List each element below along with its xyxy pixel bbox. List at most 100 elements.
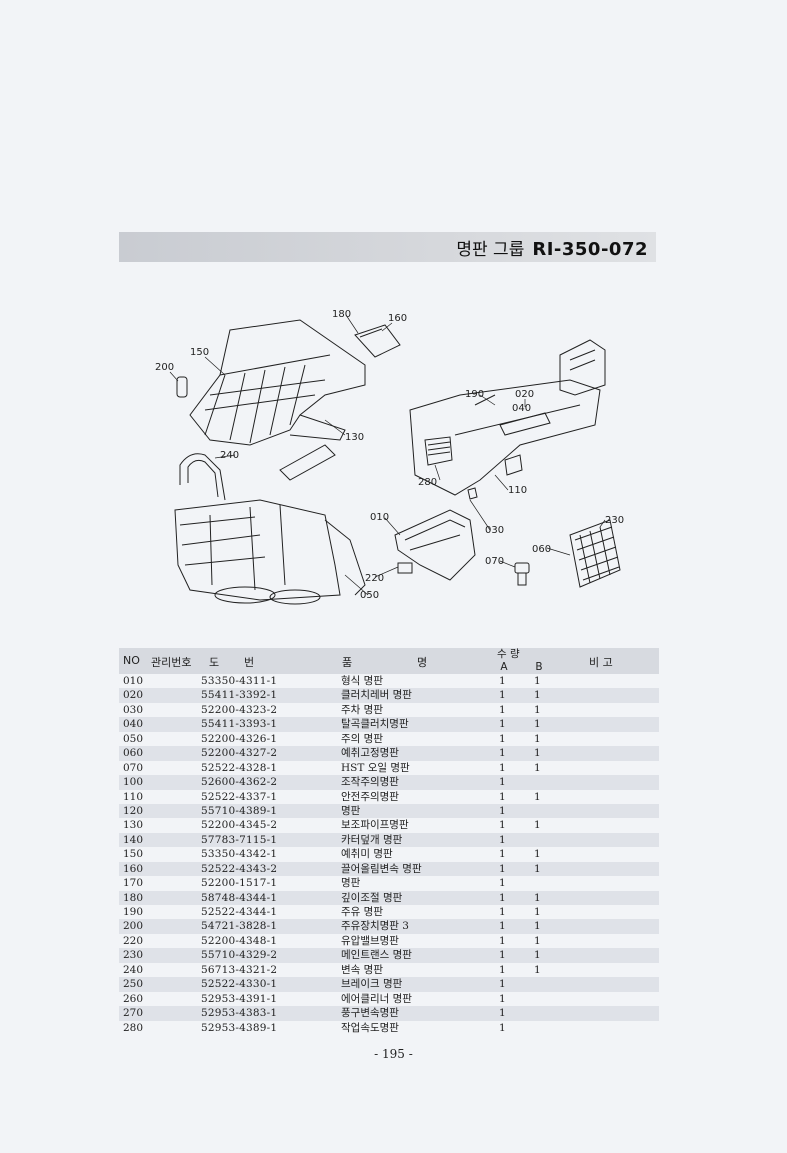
parts-illustration: 180 160 150 200 130 240 190 020 040 280 … — [155, 309, 624, 605]
row-qty-b: 1 — [534, 819, 541, 832]
row-qty-b: 1 — [534, 848, 541, 861]
callout-230: 230 — [605, 515, 624, 526]
row-no: 110 — [123, 790, 144, 803]
callout-050: 050 — [360, 590, 379, 601]
row-no: 030 — [123, 703, 144, 716]
row-qty-a: 1 — [499, 906, 506, 918]
callout-280: 280 — [418, 477, 437, 488]
row-part-number: 52522-4343-2 — [201, 862, 278, 875]
row-part-name: 작업속도명판 — [341, 1021, 399, 1034]
row-part-name: 예취고정명판 — [341, 747, 399, 760]
row-part-number: 56713-4321-2 — [201, 963, 278, 976]
row-part-name: 명판 — [341, 804, 361, 817]
row-part-name: 탈곡클러치명판 — [341, 718, 409, 731]
row-part-number: 52522-4328-1 — [201, 761, 278, 774]
header-qty: 수 량 — [497, 648, 520, 660]
row-part-name: 유압밸브명판 — [341, 934, 399, 947]
row-qty-a: 1 — [499, 703, 506, 716]
row-qty-b: 1 — [534, 906, 541, 918]
row-part-number: 52200-4326-1 — [201, 732, 278, 745]
header-name-2: 명 — [417, 656, 428, 669]
row-qty-a: 1 — [499, 1007, 506, 1020]
row-qty-a: 1 — [499, 776, 506, 789]
row-qty-a: 1 — [499, 949, 506, 962]
callout-130: 130 — [345, 432, 364, 443]
row-part-number: 55411-3392-1 — [201, 689, 278, 702]
row-qty-a: 1 — [499, 732, 506, 745]
row-qty-a: 1 — [499, 891, 506, 904]
row-part-name: 메인트랜스 명판 — [341, 949, 412, 962]
group-code: RI-350-072 — [532, 239, 648, 260]
row-no: 160 — [123, 862, 144, 875]
callout-150: 150 — [190, 347, 209, 358]
row-part-name: 안전주의명판 — [341, 790, 399, 803]
callout-220: 220 — [365, 573, 384, 584]
header-name-1: 품 — [342, 656, 353, 669]
row-no: 150 — [123, 848, 144, 861]
row-part-number: 52522-4330-1 — [201, 978, 278, 991]
row-qty-b: 1 — [534, 689, 541, 702]
callout-200: 200 — [155, 362, 174, 373]
callout-160: 160 — [388, 313, 407, 324]
row-no: 170 — [123, 877, 144, 890]
row-qty-a: 1 — [499, 862, 506, 875]
row-part-number: 52522-4344-1 — [201, 906, 278, 918]
callout-030: 030 — [485, 525, 504, 536]
header-qty-a: A — [500, 661, 508, 673]
row-qty-b: 1 — [534, 934, 541, 947]
row-part-name: 주의 명판 — [341, 732, 383, 745]
row-part-name: 주차 명판 — [341, 703, 383, 716]
row-no: 260 — [123, 992, 144, 1005]
row-part-number: 55411-3393-1 — [201, 718, 278, 731]
row-qty-b: 1 — [534, 963, 541, 976]
row-part-name: HST 오일 명판 — [341, 761, 410, 774]
row-part-number: 55710-4389-1 — [201, 804, 278, 817]
header-drawing-no-2: 번 — [244, 656, 255, 669]
row-no: 020 — [123, 689, 144, 702]
callout-020: 020 — [515, 389, 534, 400]
row-qty-b: 1 — [534, 747, 541, 760]
row-qty-a: 1 — [499, 747, 506, 760]
row-qty-a: 1 — [499, 833, 506, 846]
row-part-name: 주유 명판 — [341, 906, 383, 918]
callout-010: 010 — [370, 512, 389, 523]
row-qty-a: 1 — [499, 920, 506, 933]
row-part-number: 52200-1517-1 — [201, 877, 278, 890]
row-part-number: 55710-4329-2 — [201, 949, 278, 962]
row-qty-a: 1 — [499, 934, 506, 947]
row-qty-b: 1 — [534, 761, 541, 774]
row-part-number: 53350-4342-1 — [201, 848, 278, 861]
row-part-name: 카터덮개 명판 — [341, 833, 403, 846]
row-qty-b: 1 — [534, 891, 541, 904]
row-part-name: 풍구변속명판 — [341, 1007, 399, 1020]
row-no: 010 — [123, 675, 144, 687]
row-part-number: 52522-4337-1 — [201, 790, 278, 803]
row-no: 050 — [123, 732, 144, 745]
row-no: 250 — [123, 978, 144, 991]
row-no: 200 — [123, 920, 144, 933]
row-qty-a: 1 — [499, 1021, 506, 1034]
row-part-name: 끌어올림변속 명판 — [341, 862, 422, 875]
row-qty-b: 1 — [534, 718, 541, 731]
row-part-name: 클러치레버 명판 — [341, 689, 412, 702]
exploded-parts-diagram: 180 160 150 200 130 240 190 020 040 280 … — [150, 295, 630, 615]
header-mgmt-no: 관리번호 — [151, 656, 192, 669]
row-part-number: 52200-4345-2 — [201, 819, 278, 832]
callout-040: 040 — [512, 403, 531, 414]
row-qty-b: 1 — [534, 949, 541, 962]
